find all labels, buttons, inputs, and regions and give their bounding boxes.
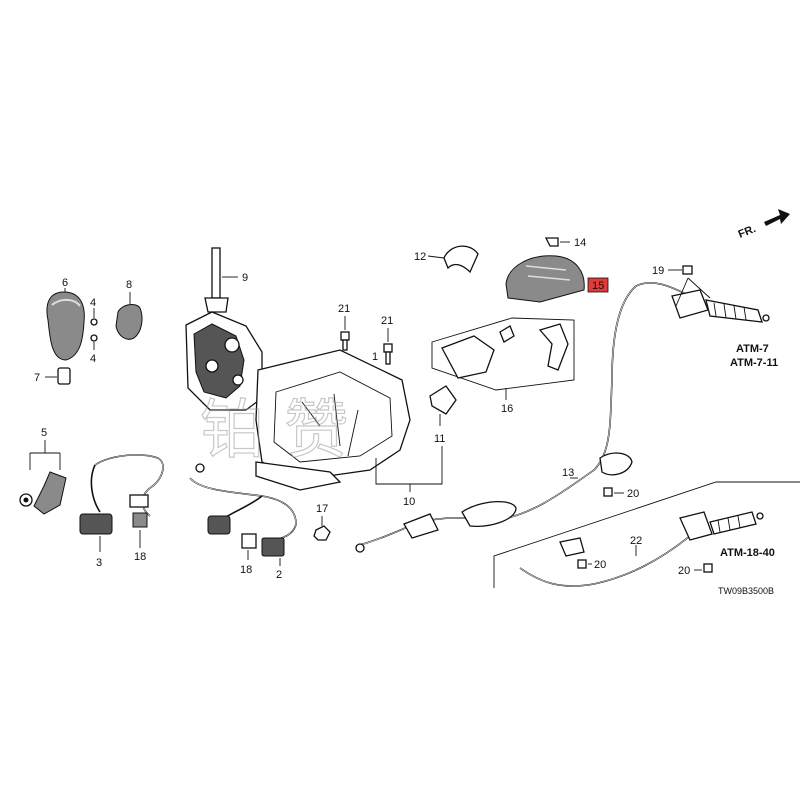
bolt-21-left: 21 [338, 303, 350, 351]
label-7: 7 [34, 372, 40, 384]
label-17: 17 [316, 503, 328, 515]
label-22: 22 [630, 535, 642, 547]
label-20b: 20 [594, 559, 606, 571]
select-cable: 13 [355, 281, 691, 553]
label-18b: 18 [240, 564, 252, 576]
label-9: 9 [242, 272, 248, 284]
label-12: 12 [414, 251, 426, 263]
label-21a: 21 [338, 303, 350, 315]
knob-button: 8 [115, 279, 143, 340]
cable-bracket: 11 [429, 385, 457, 445]
shift-lock-solenoid: 5 [19, 427, 67, 515]
knob-cap: 7 [34, 367, 71, 385]
indicator-panel: 15 [505, 255, 609, 303]
shift-cable-22-box: 22 [493, 481, 800, 588]
label-20c: 20 [678, 565, 690, 577]
label-5: 5 [41, 427, 47, 439]
label-13: 13 [562, 467, 574, 479]
shift-lever-assembly: 9 [185, 247, 411, 491]
cable-end-atm7: 19 [652, 265, 770, 323]
label-14: 14 [574, 237, 586, 249]
label-8: 8 [126, 279, 132, 291]
label-2: 2 [276, 569, 282, 581]
label-6: 6 [62, 277, 68, 289]
harness-3: 3 18 [79, 454, 164, 569]
label-21b: 21 [381, 315, 393, 327]
label-4a: 4 [90, 297, 96, 309]
front-direction-indicator: FR. [737, 209, 790, 241]
label-19: 19 [652, 265, 664, 277]
bolt-20-lower: 20 [678, 563, 713, 577]
indicator-cover: 12 [414, 245, 479, 274]
bolt-21-right: 21 [381, 315, 393, 365]
harness-2: 18 2 [189, 463, 297, 581]
detent-assembly: 16 [431, 317, 575, 415]
label-4b: 4 [90, 353, 96, 365]
label-11: 11 [434, 433, 445, 445]
label-20a: 20 [627, 488, 639, 500]
shift-knob: 6 [46, 277, 85, 361]
bracket-10: 10 [375, 446, 443, 508]
bolt-20-middle: 20 [577, 559, 606, 571]
direction-label: FR. [737, 223, 758, 241]
label-15: 15 [592, 280, 604, 292]
ref-atm-7: ATM-7 [736, 343, 769, 355]
small-screws: 4 4 [90, 297, 98, 365]
part-1: 1 [372, 351, 378, 363]
watermark: 铂 赞 [200, 394, 348, 468]
label-18a: 18 [134, 551, 146, 563]
diagram-code: TW09B3500B [718, 586, 774, 596]
label-1: 1 [372, 351, 378, 363]
clip-14: 14 [544, 237, 586, 249]
ref-atm-18-40: ATM-18-40 [720, 547, 775, 559]
front-arrow-icon [764, 209, 790, 226]
bolt-20-upper: 20 [603, 487, 639, 500]
ref-atm-7-11: ATM-7-11 [730, 357, 778, 369]
label-10: 10 [403, 496, 415, 508]
nut-17: 17 [313, 503, 331, 541]
label-15-highlight [587, 277, 609, 293]
label-16: 16 [501, 403, 513, 415]
label-3: 3 [96, 557, 102, 569]
